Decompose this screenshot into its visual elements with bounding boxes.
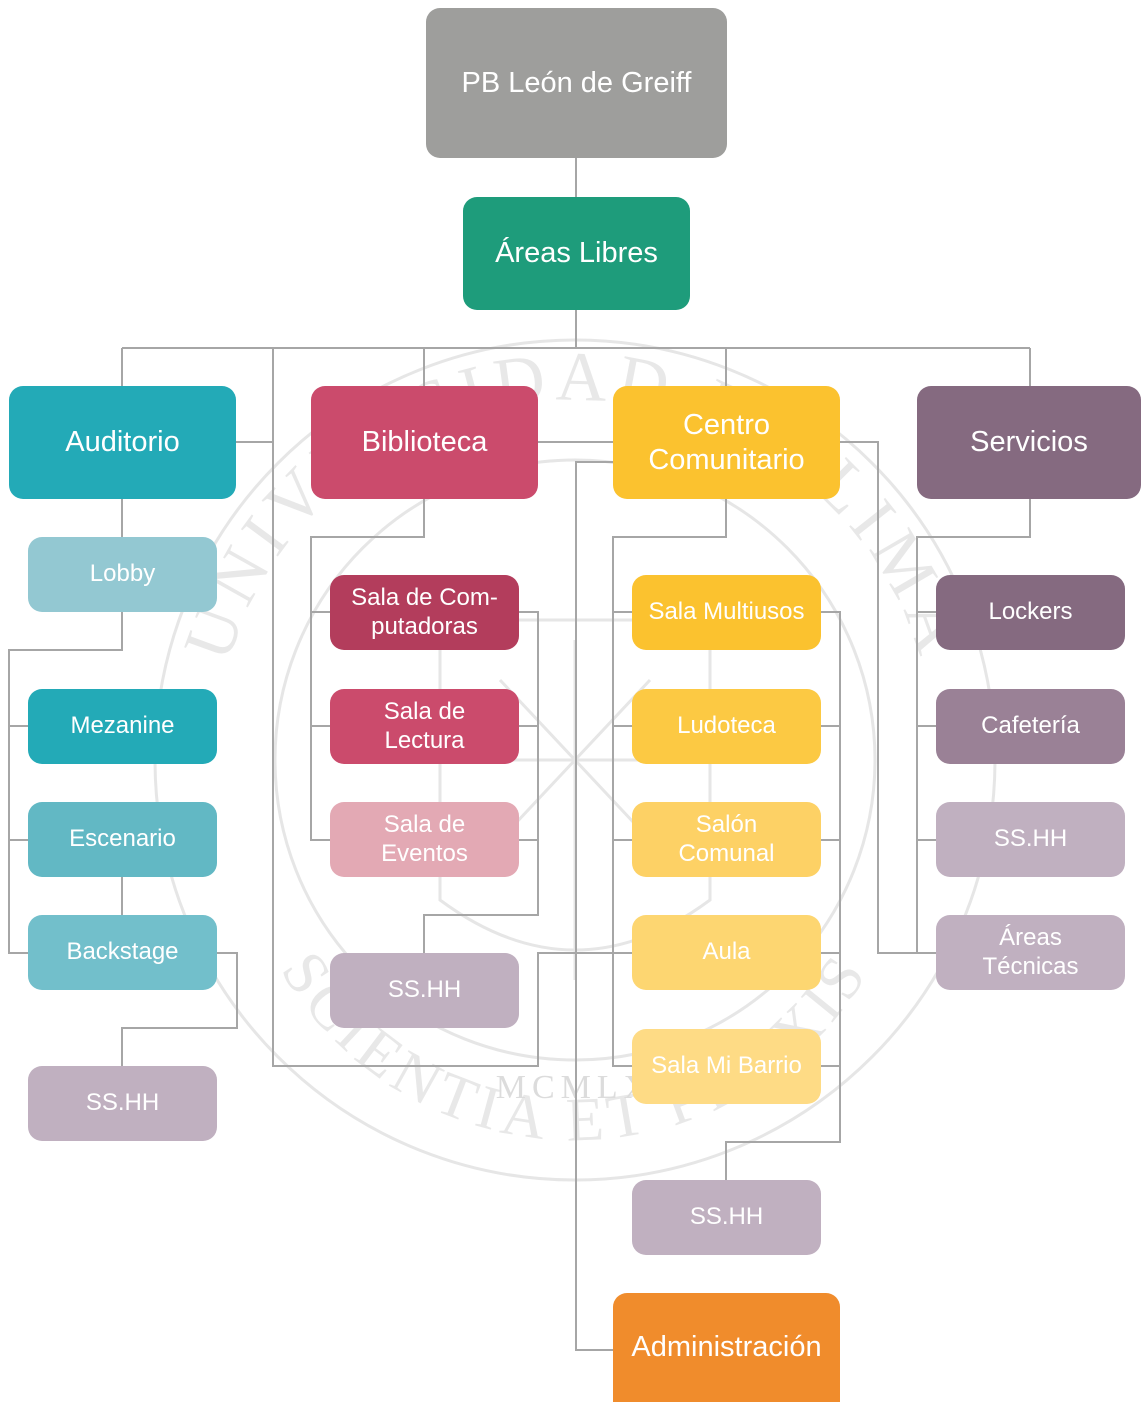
- node-auditorio: Auditorio: [9, 386, 236, 499]
- node-servicios-sshh: SS.HH: [936, 802, 1125, 877]
- seal-year: MCMLX: [496, 1069, 654, 1106]
- node-servicios: Servicios: [917, 386, 1141, 499]
- seal-shield: [438, 618, 712, 952]
- node-sala-de-lectura: Sala de Lectura: [330, 689, 519, 764]
- node-biblioteca: Biblioteca: [311, 386, 538, 499]
- node-lockers: Lockers: [936, 575, 1125, 650]
- node-salon-comunal: Salón Comunal: [632, 802, 821, 877]
- node-areas-tecnicas: Áreas Técnicas: [936, 915, 1125, 990]
- node-biblioteca-sshh: SS.HH: [330, 953, 519, 1028]
- node-pb-leon-de-greiff: PB León de Greiff: [426, 8, 727, 158]
- node-sala-multiusos: Sala Multiusos: [632, 575, 821, 650]
- node-centro-comunitario: Centro Comunitario: [613, 386, 840, 499]
- node-areas-libres: Áreas Libres: [463, 197, 690, 310]
- node-auditorio-sshh: SS.HH: [28, 1066, 217, 1141]
- node-aula: Aula: [632, 915, 821, 990]
- node-sala-mi-barrio: Sala Mi Barrio: [632, 1029, 821, 1104]
- node-ludoteca: Ludoteca: [632, 689, 821, 764]
- node-escenario: Escenario: [28, 802, 217, 877]
- node-sala-de-computadoras: Sala de Com- putadoras: [330, 575, 519, 650]
- node-cafeteria: Cafetería: [936, 689, 1125, 764]
- node-sala-de-eventos: Sala de Eventos: [330, 802, 519, 877]
- node-lobby: Lobby: [28, 537, 217, 612]
- node-administracion: Administración: [613, 1293, 840, 1402]
- node-centro-comunitario-sshh: SS.HH: [632, 1180, 821, 1255]
- node-mezanine: Mezanine: [28, 689, 217, 764]
- node-backstage: Backstage: [28, 915, 217, 990]
